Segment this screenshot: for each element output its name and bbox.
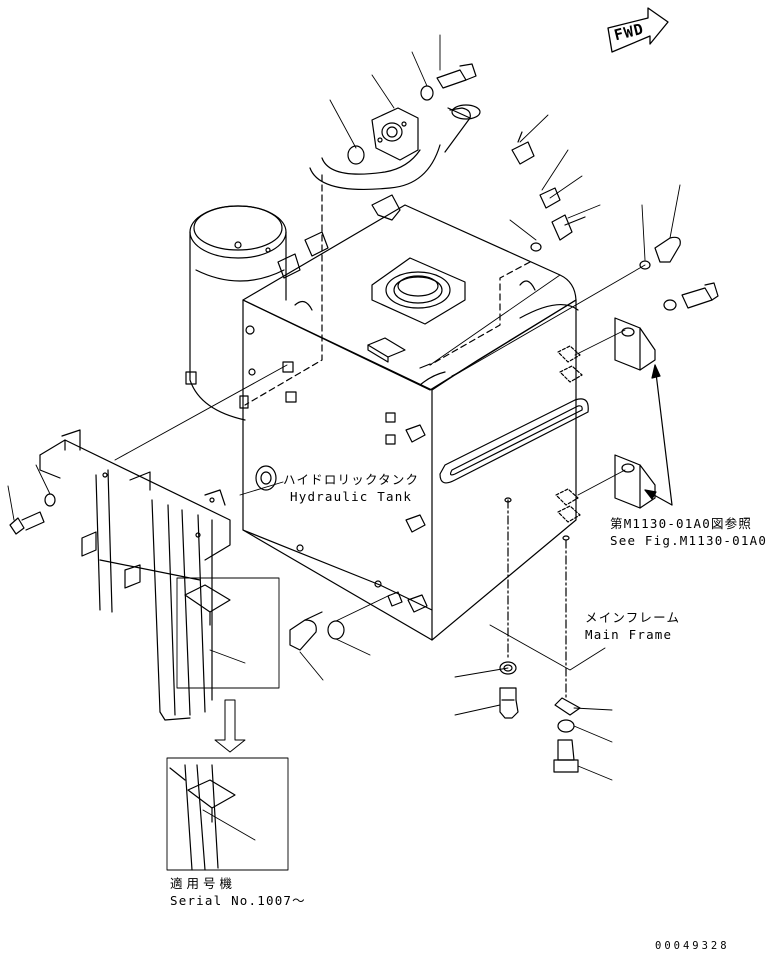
serial-label-en: Serial No.1007～ (170, 893, 306, 908)
main-frame-label-jp: メインフレーム (585, 610, 681, 625)
main-frame-label-en: Main Frame (585, 627, 673, 642)
oring-washer-bolt-top (347, 63, 477, 165)
suction-pipe (309, 104, 481, 191)
hidden-lines (244, 174, 531, 406)
document-number: 00049328 (655, 940, 730, 952)
hydraulic-tank-label-jp: ハイドロリックタンク (283, 472, 420, 487)
hydraulic-tank-label-en: Hydraulic Tank (290, 489, 413, 504)
see-fig-label-en: See Fig.M1130-01A0 (610, 533, 767, 548)
hydraulic-tank (242, 194, 589, 641)
leader-lines (7, 34, 681, 841)
bolt-left (9, 493, 56, 535)
mount-brackets (555, 317, 673, 523)
see-fig-label-jp: 第M1130-01A0図参照 (610, 516, 753, 531)
filter-canister (185, 205, 287, 421)
detail-callout (166, 577, 289, 871)
support-stay (39, 429, 231, 721)
bottom-bolts (499, 497, 581, 773)
serial-label-jp: 適用号機 (170, 876, 237, 891)
elbow-fitting (289, 611, 345, 651)
fwd-arrow-icon (607, 7, 669, 53)
fittings (419, 131, 719, 377)
